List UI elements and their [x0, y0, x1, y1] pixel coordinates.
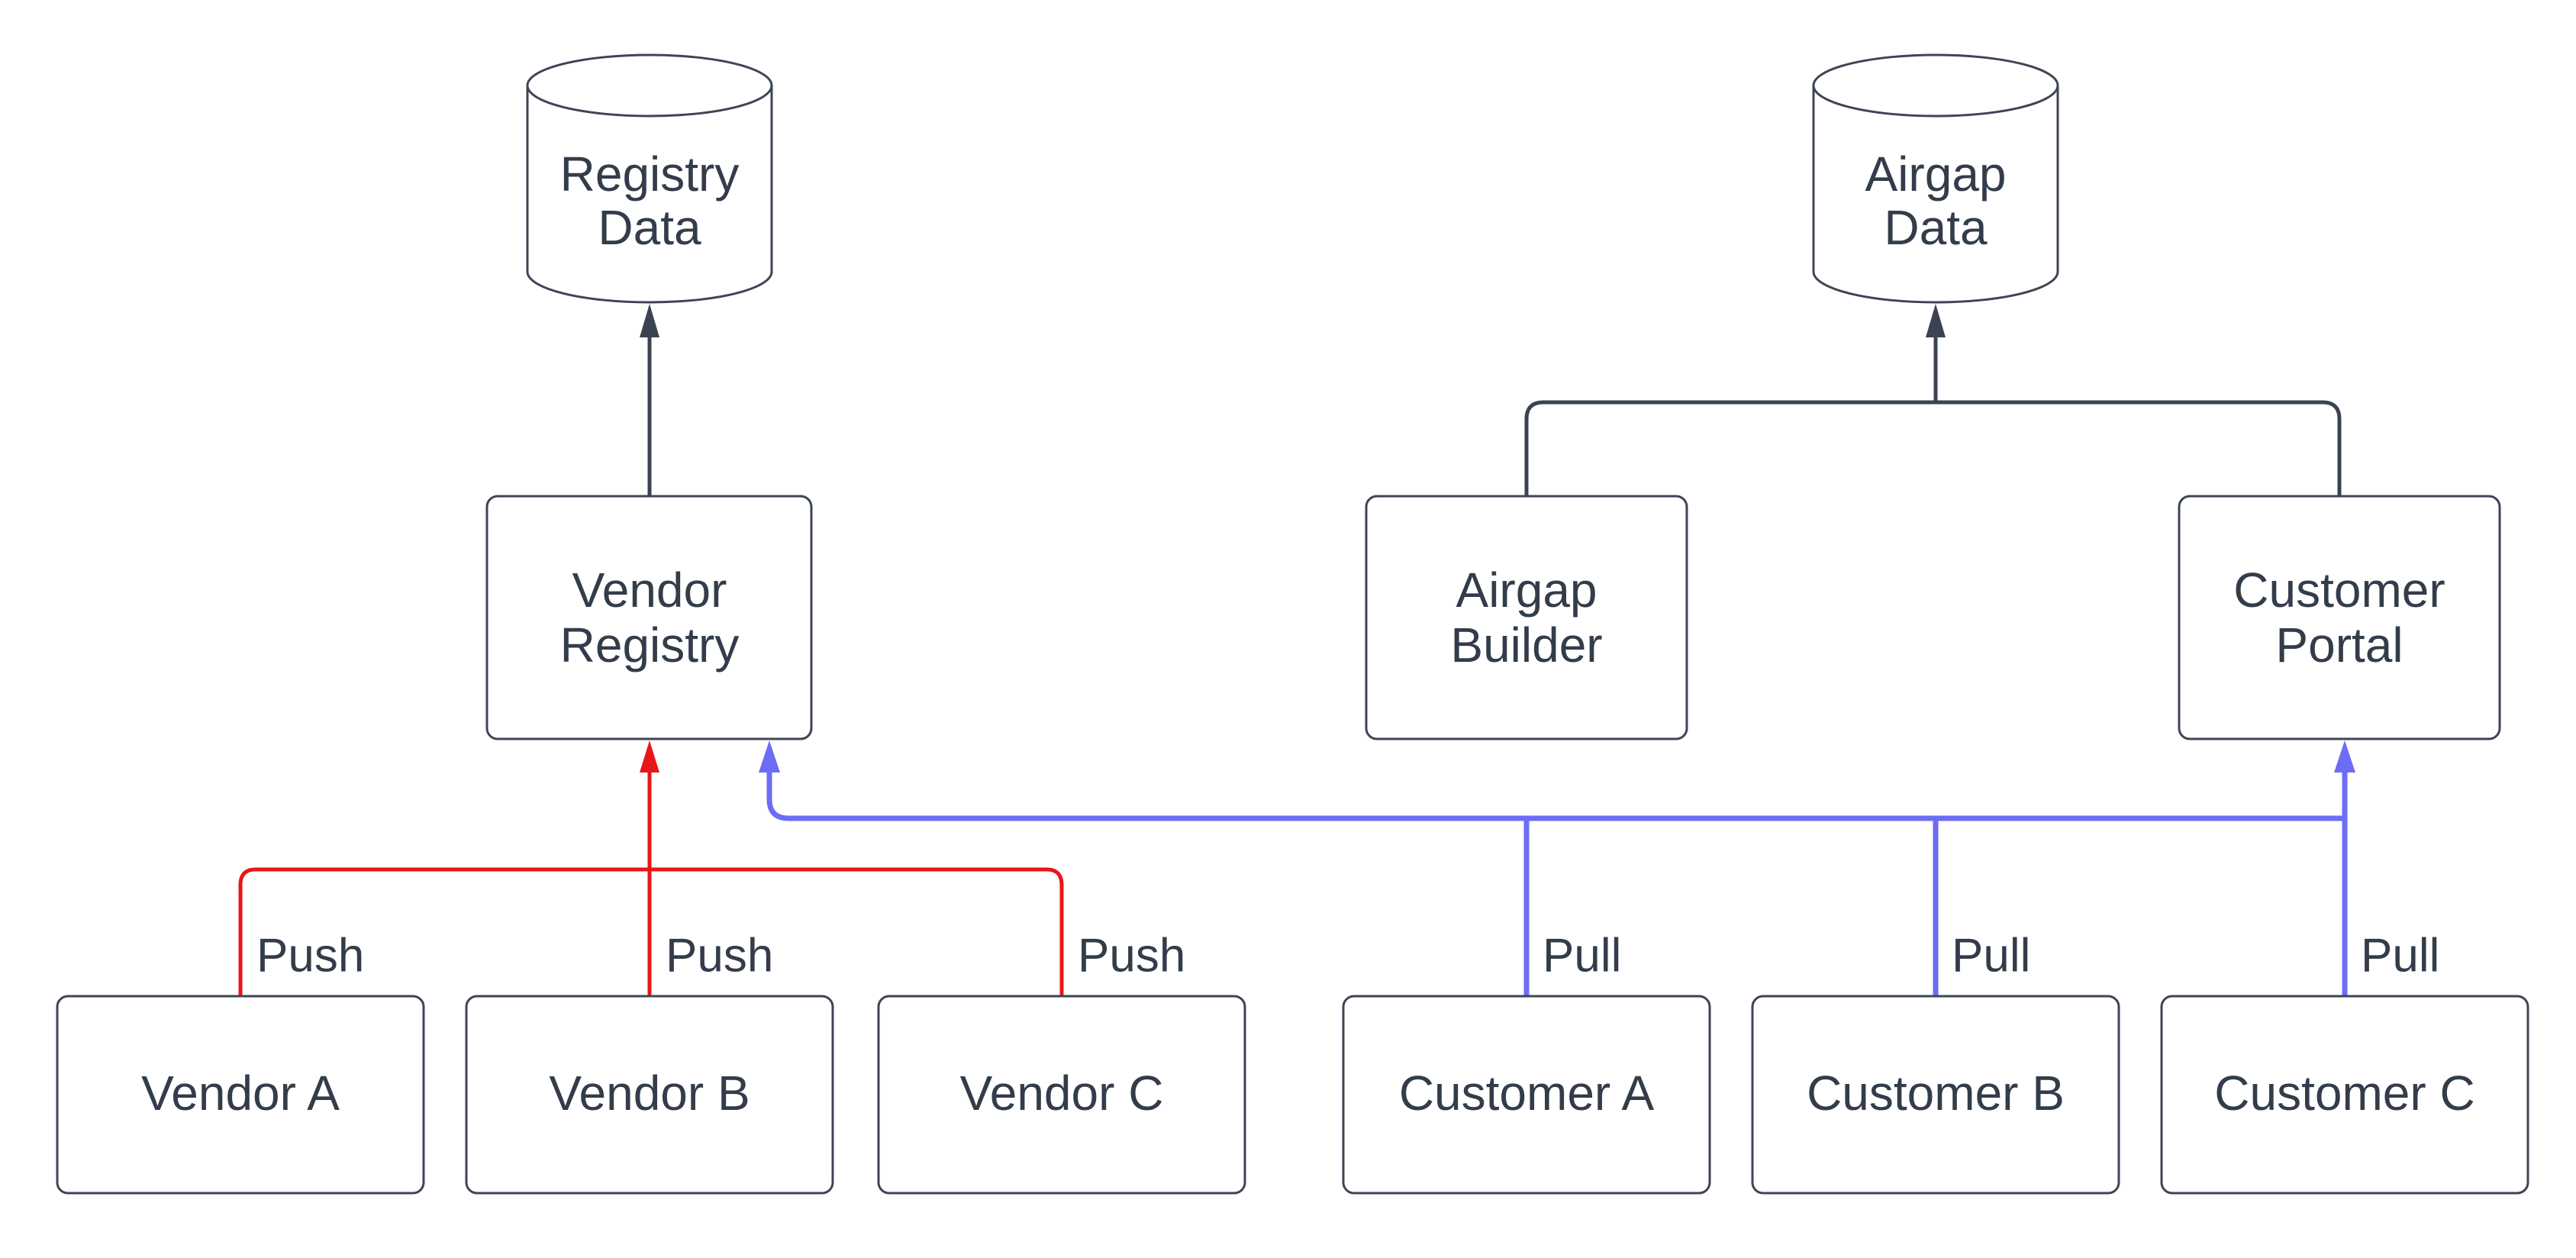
customer-portal-box	[2178, 495, 2501, 740]
arrowhead-up-icon	[1926, 304, 1946, 337]
customer-portal-label-line2: Portal	[2275, 618, 2403, 673]
arrowhead-up-icon	[640, 304, 659, 337]
registry-data-cylinder	[526, 85, 773, 304]
customer-b-box	[1751, 995, 2120, 1195]
vendor-b-box	[465, 995, 834, 1195]
edge-label-push-vendor-c: Push	[1078, 930, 1185, 982]
edge-label-pull-customer-a: Pull	[1543, 930, 1621, 982]
customer-b-label: Customer B	[1807, 1066, 2065, 1121]
airgap-builder-label-line2: Builder	[1450, 618, 1602, 673]
airgap-data-cylinder	[1812, 85, 2059, 304]
edge-vendors-push-to-vendor-registry	[238, 740, 1064, 996]
customer-portal-label-line1: Customer	[2233, 563, 2445, 618]
edge-vendor-registry-to-registry-data	[640, 304, 659, 496]
vendor-c-box	[877, 995, 1246, 1195]
customer-a-box	[1342, 995, 1711, 1195]
registry-data-label-line2: Data	[598, 200, 701, 255]
node-customer-portal: Customer Portal	[2178, 495, 2501, 740]
node-customer-c: Customer C	[2160, 995, 2529, 1195]
node-vendor-a: Vendor A	[56, 995, 425, 1195]
edge-label-pull-customer-b: Pull	[1952, 930, 2030, 982]
vendor-c-label: Vendor C	[960, 1066, 1164, 1121]
edge-label-push-vendor-a: Push	[256, 930, 364, 982]
edge-line	[1524, 400, 2342, 496]
registry-data-cylinder-top	[526, 53, 773, 118]
vendor-a-box	[56, 995, 425, 1195]
vendor-registry-label-line1: Vendor	[572, 563, 727, 618]
vendor-registry-box	[485, 495, 813, 740]
node-airgap-data: Airgap Data	[1812, 53, 2059, 304]
arrowhead-up-icon	[640, 740, 659, 773]
vendor-registry-label-line2: Registry	[560, 618, 740, 673]
node-vendor-registry: Vendor Registry	[485, 495, 813, 740]
customer-a-label: Customer A	[1399, 1066, 1655, 1121]
arrowhead-up-icon	[759, 740, 780, 773]
edge-label-pull-customer-c: Pull	[2361, 930, 2439, 982]
edge-line	[766, 769, 2345, 821]
edge-airgap-builder-customer-portal-to-airgap-data	[1524, 304, 2342, 496]
airgap-data-label-line2: Data	[1884, 200, 1988, 255]
edge-customers-pull	[759, 740, 2355, 996]
airgap-data-cylinder-top	[1812, 53, 2059, 118]
airgap-data-label-line1: Airgap	[1865, 147, 2007, 202]
edge-label-push-vendor-b: Push	[666, 930, 773, 982]
customer-c-box	[2160, 995, 2529, 1195]
airgap-builder-label-line1: Airgap	[1456, 563, 1598, 618]
node-airgap-builder: Airgap Builder	[1365, 495, 1688, 740]
node-customer-a: Customer A	[1342, 995, 1711, 1195]
node-vendor-b: Vendor B	[465, 995, 834, 1195]
node-registry-data: Registry Data	[526, 53, 773, 304]
vendor-a-label: Vendor A	[141, 1066, 340, 1121]
airgap-builder-box	[1365, 495, 1688, 740]
node-customer-b: Customer B	[1751, 995, 2120, 1195]
vendor-b-label: Vendor B	[549, 1066, 750, 1121]
node-vendor-c: Vendor C	[877, 995, 1246, 1195]
customer-c-label: Customer C	[2214, 1066, 2474, 1121]
registry-data-label-line1: Registry	[560, 147, 740, 202]
arrowhead-up-icon	[2334, 740, 2355, 773]
